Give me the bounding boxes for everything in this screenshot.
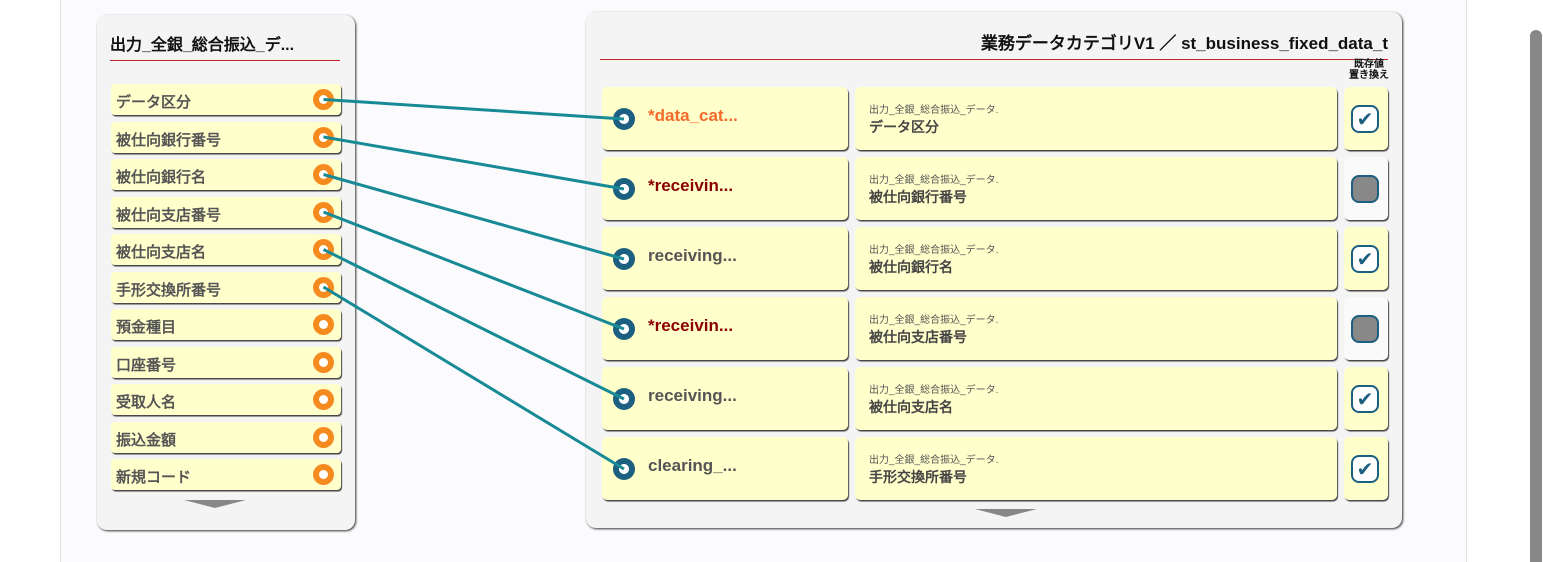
source-field[interactable]: 新規コード [111,459,341,490]
source-field-label: データ区分 [116,94,192,111]
target-field[interactable]: *receivin... [602,157,848,220]
connector-icon[interactable] [313,426,334,448]
replace-cell [1344,297,1388,360]
connector-icon[interactable] [313,164,334,185]
mapped-source[interactable]: 出力_全銀_総合振込_データ. 被仕向支店名 [855,367,1337,430]
mapped-source[interactable]: 出力_全銀_総合振込_データ. 手形交換所番号 [855,437,1337,500]
source-field-label: 被仕向支店名 [116,244,207,261]
mapped-source-prefix: 出力_全銀_総合振込_データ. [869,315,999,326]
target-field[interactable]: *receivin... [602,297,848,360]
mapped-source[interactable]: 出力_全銀_総合振込_データ. データ区分 [855,87,1337,150]
replace-cell: ✔ [1344,437,1388,500]
source-field[interactable]: 振込金額 [111,421,341,453]
replace-cell: ✔ [1344,227,1388,290]
connector-icon[interactable] [613,458,635,480]
replace-cell [1344,157,1388,220]
source-field-label: 被仕向銀行番号 [116,131,222,149]
mapped-source-prefix: 出力_全銀_総合振込_データ. [869,385,999,396]
scrollbar[interactable] [1530,30,1542,562]
replace-cell: ✔ [1344,87,1388,150]
mapped-source-field: 被仕向支店番号 [869,329,967,345]
source-field-label: 預金種目 [116,319,177,336]
target-panel: 業務データカテゴリV1 ／ st_business_fixed_data_t 既… [586,12,1402,528]
connector-icon[interactable] [613,318,635,340]
replace-checkbox[interactable]: ✔ [1351,105,1379,133]
mapped-source-field: 手形交換所番号 [869,469,967,485]
replace-column-header: 既存値置き換え [1349,59,1389,81]
connector-icon[interactable] [313,389,334,410]
mapped-source[interactable]: 出力_全銀_総合振込_データ. 被仕向銀行番号 [855,157,1337,220]
source-field-label: 振込金額 [116,431,177,449]
connector-icon[interactable] [313,276,334,298]
replace-checkbox[interactable]: ✔ [1351,385,1379,413]
connector-icon[interactable] [313,464,334,485]
source-field-label: 被仕向銀行名 [116,169,207,186]
source-field[interactable]: 被仕向銀行番号 [111,121,341,153]
source-field[interactable]: 被仕向支店番号 [111,196,341,228]
replace-checkbox[interactable] [1351,175,1379,203]
source-panel: 出力_全銀_総合振込_デ... データ区分被仕向銀行番号被仕向銀行名被仕向支店番… [97,15,355,530]
source-field[interactable]: 受取人名 [111,384,341,415]
target-field[interactable]: receiving... [602,227,848,290]
mapped-source-field: 被仕向支店名 [869,399,953,415]
source-field-label: 手形交換所番号 [116,281,222,299]
source-panel-title: 出力_全銀_総合振込_デ... [110,31,340,61]
source-field[interactable]: 被仕向銀行名 [111,159,341,190]
connector-icon[interactable] [613,108,635,130]
connector-icon[interactable] [313,201,334,223]
target-field-name: clearing_... [648,456,737,475]
source-field-label: 被仕向支店番号 [116,206,222,224]
connector-icon[interactable] [313,351,334,373]
connector-icon[interactable] [613,388,635,410]
connector-icon[interactable] [313,239,334,260]
replace-cell: ✔ [1344,367,1388,430]
target-field[interactable]: clearing_... [602,437,848,500]
mapped-source-field: 被仕向銀行名 [869,259,953,275]
replace-checkbox[interactable]: ✔ [1351,455,1379,483]
scroll-down-arrow[interactable] [975,509,1037,517]
source-field[interactable]: 預金種目 [111,309,341,340]
mapped-source-prefix: 出力_全銀_総合振込_データ. [869,105,999,116]
source-field[interactable]: 被仕向支店名 [111,234,341,265]
replace-checkbox[interactable]: ✔ [1351,245,1379,273]
source-field[interactable]: データ区分 [111,84,341,115]
mapped-source-prefix: 出力_全銀_総合振込_データ. [869,175,999,186]
connector-icon[interactable] [313,126,334,148]
mapped-source[interactable]: 出力_全銀_総合振込_データ. 被仕向銀行名 [855,227,1337,290]
mapped-source-field: 被仕向銀行番号 [869,189,967,205]
target-panel-title: 業務データカテゴリV1 ／ st_business_fixed_data_t [600,29,1388,60]
connector-icon[interactable] [613,248,635,270]
target-field-name: *receivin... [648,316,734,335]
mapped-source-prefix: 出力_全銀_総合振込_データ. [869,245,999,256]
target-field-name: receiving... [648,386,737,405]
connector-icon[interactable] [313,89,334,110]
scroll-down-arrow[interactable] [184,500,246,508]
source-field[interactable]: 手形交換所番号 [111,271,341,303]
connector-icon[interactable] [313,314,334,335]
target-field-name: *data_cat... [648,106,738,125]
target-field[interactable]: *data_cat... [602,87,848,150]
mapped-source-field: データ区分 [869,119,939,135]
target-field[interactable]: receiving... [602,367,848,430]
connector-icon[interactable] [613,178,635,200]
source-field[interactable]: 口座番号 [111,346,341,378]
source-field-label: 口座番号 [116,356,177,374]
mapped-source[interactable]: 出力_全銀_総合振込_データ. 被仕向支店番号 [855,297,1337,360]
mapped-source-prefix: 出力_全銀_総合振込_データ. [869,455,999,466]
target-field-name: *receivin... [648,176,734,195]
target-field-name: receiving... [648,246,737,265]
source-field-label: 新規コード [116,469,192,486]
source-field-label: 受取人名 [116,394,177,411]
replace-checkbox[interactable] [1351,315,1379,343]
